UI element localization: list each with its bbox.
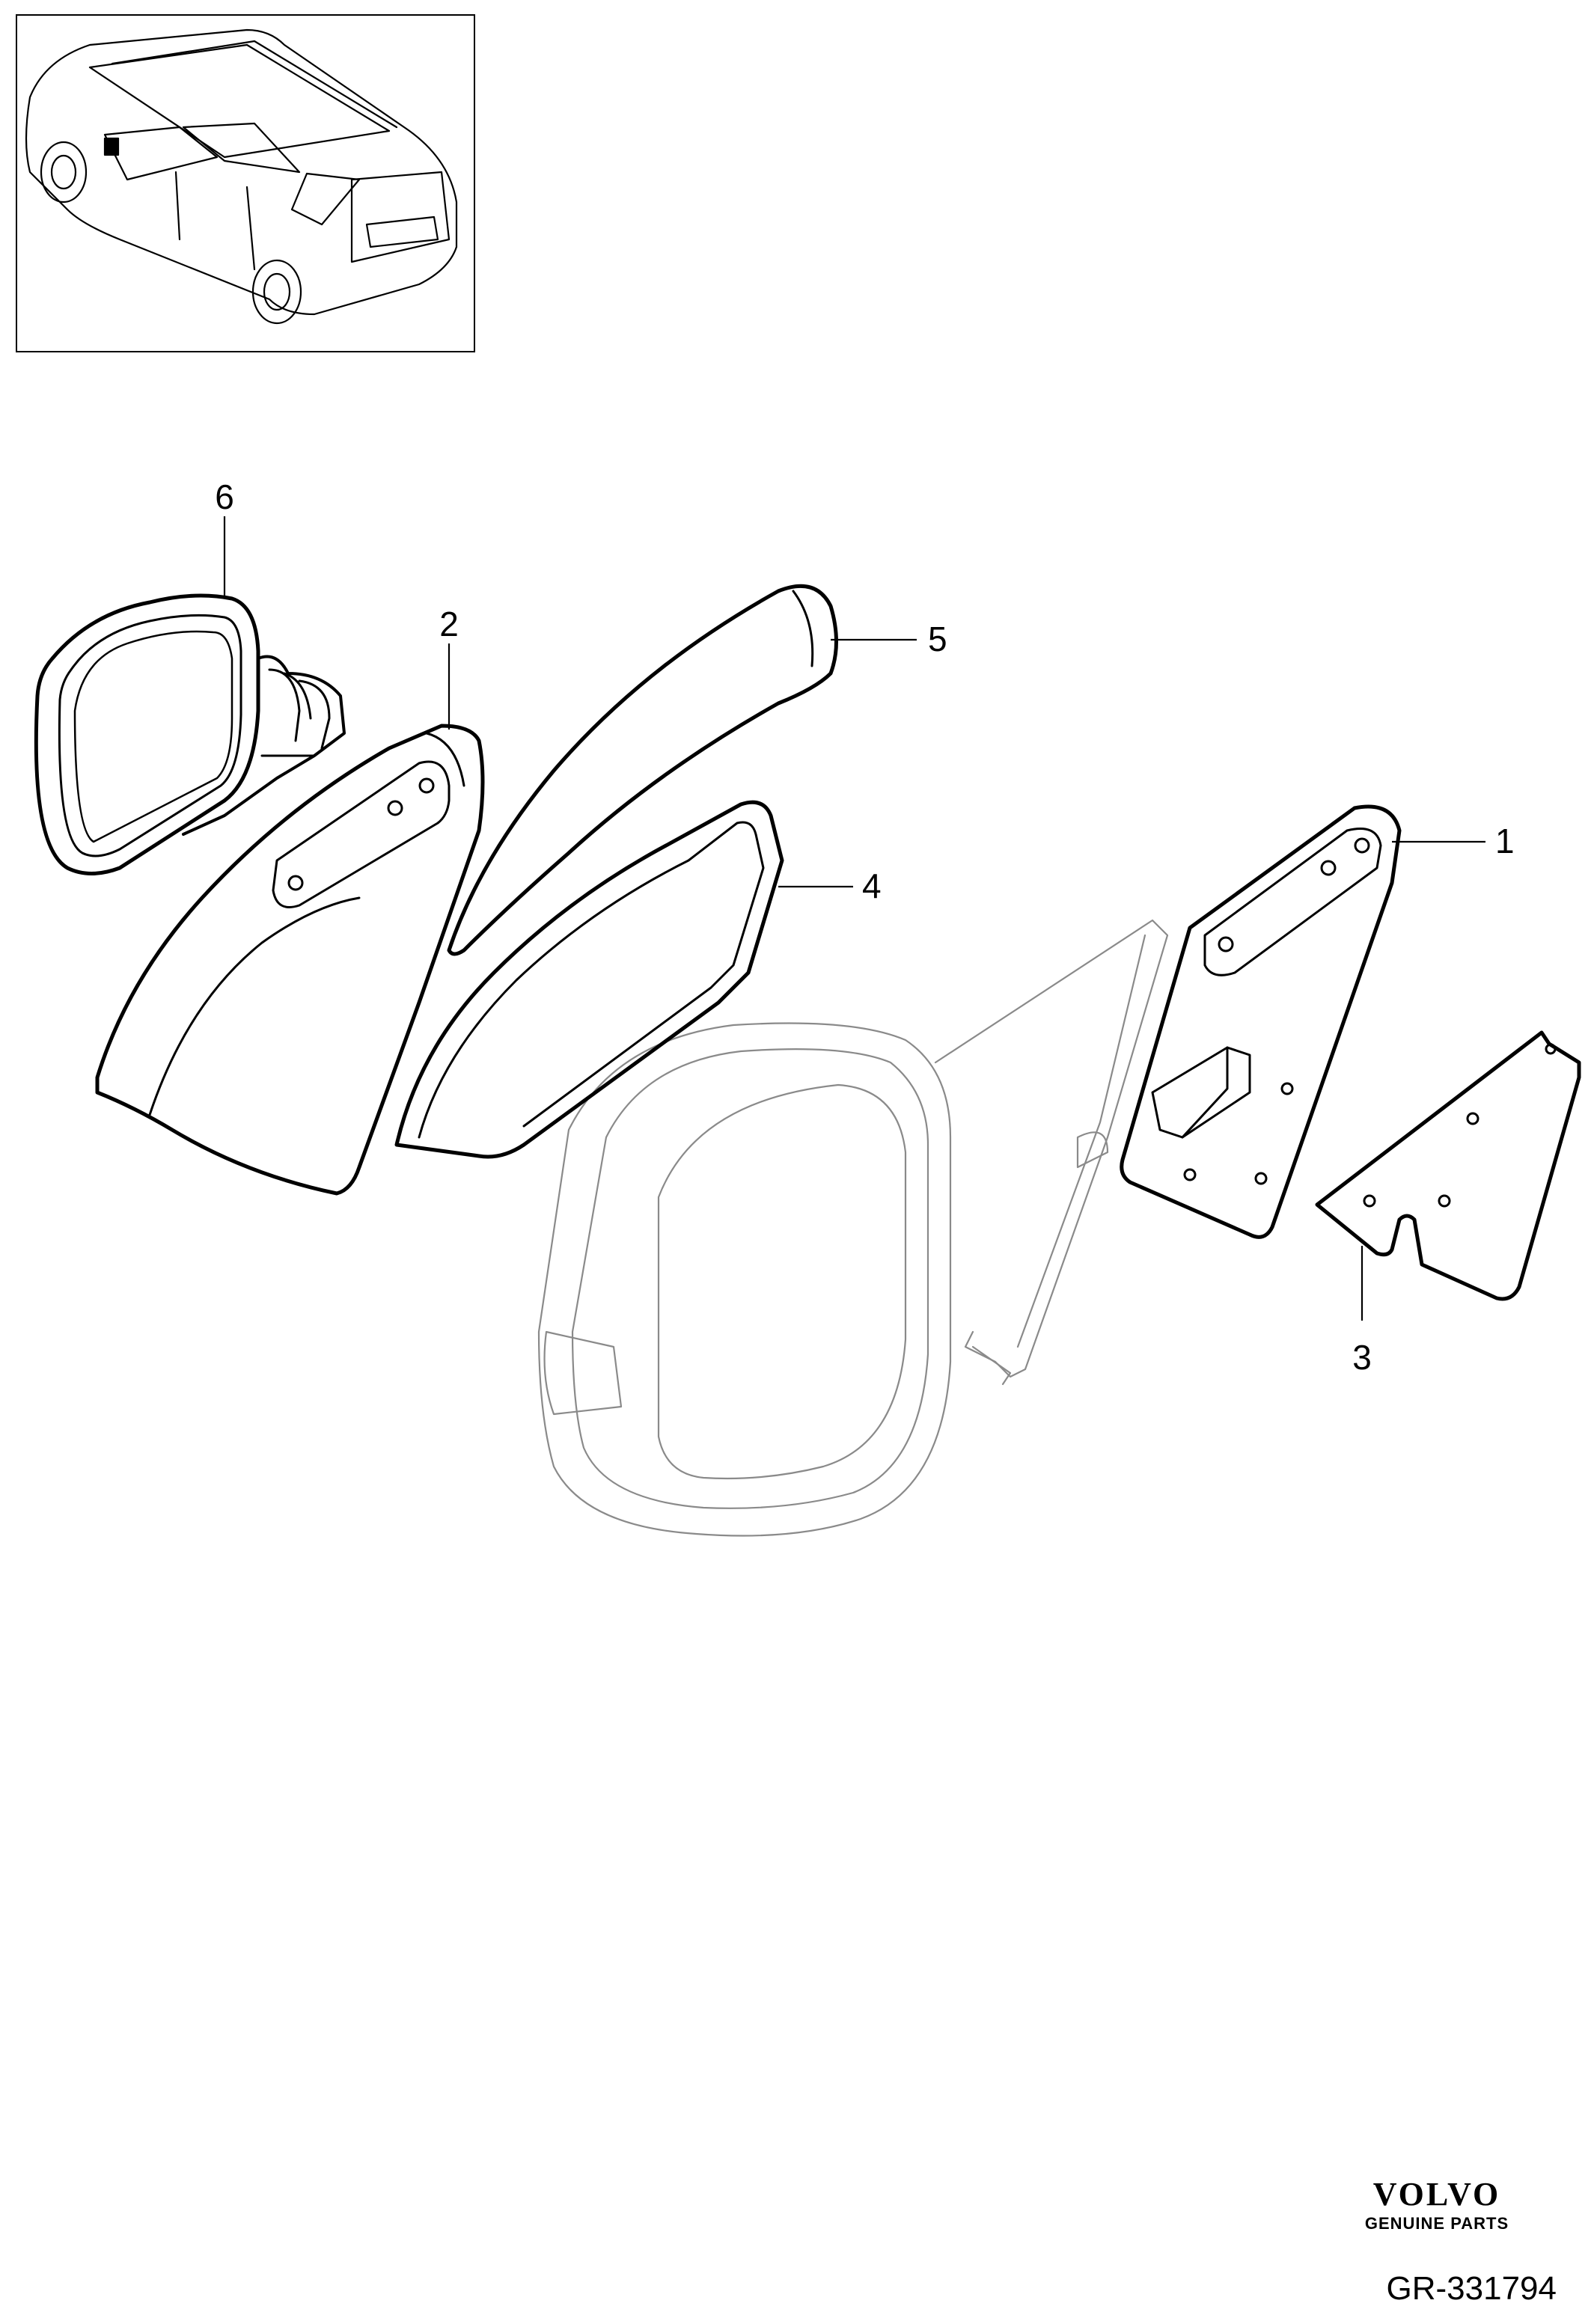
callout-2: 2	[439, 605, 459, 643]
callout-3: 3	[1352, 1338, 1372, 1377]
part-5-trim-strip	[447, 584, 838, 956]
callout-leaders	[223, 516, 1485, 1321]
part-4-mirror-glass	[394, 800, 784, 1159]
brand-block: VOLVO GENUINE PARTS	[1317, 2176, 1557, 2234]
callout-6: 6	[215, 477, 234, 516]
part-6-mirror-assembly	[34, 593, 346, 875]
vehicle-locator-thumbnail	[16, 14, 475, 352]
part-2-mirror-cover	[95, 724, 485, 1196]
callout-4: 4	[862, 866, 882, 905]
reference-number: GR-331794	[1386, 2270, 1557, 2307]
assembled-mirror-context	[537, 919, 1169, 1537]
part-1-mirror-bracket	[1120, 804, 1402, 1239]
part-3-gasket	[1315, 1030, 1581, 1301]
brand-name: VOLVO	[1372, 2176, 1501, 2213]
callout-1: 1	[1495, 822, 1515, 860]
callout-5: 5	[928, 620, 947, 658]
brand-tagline: GENUINE PARTS	[1364, 2214, 1509, 2233]
